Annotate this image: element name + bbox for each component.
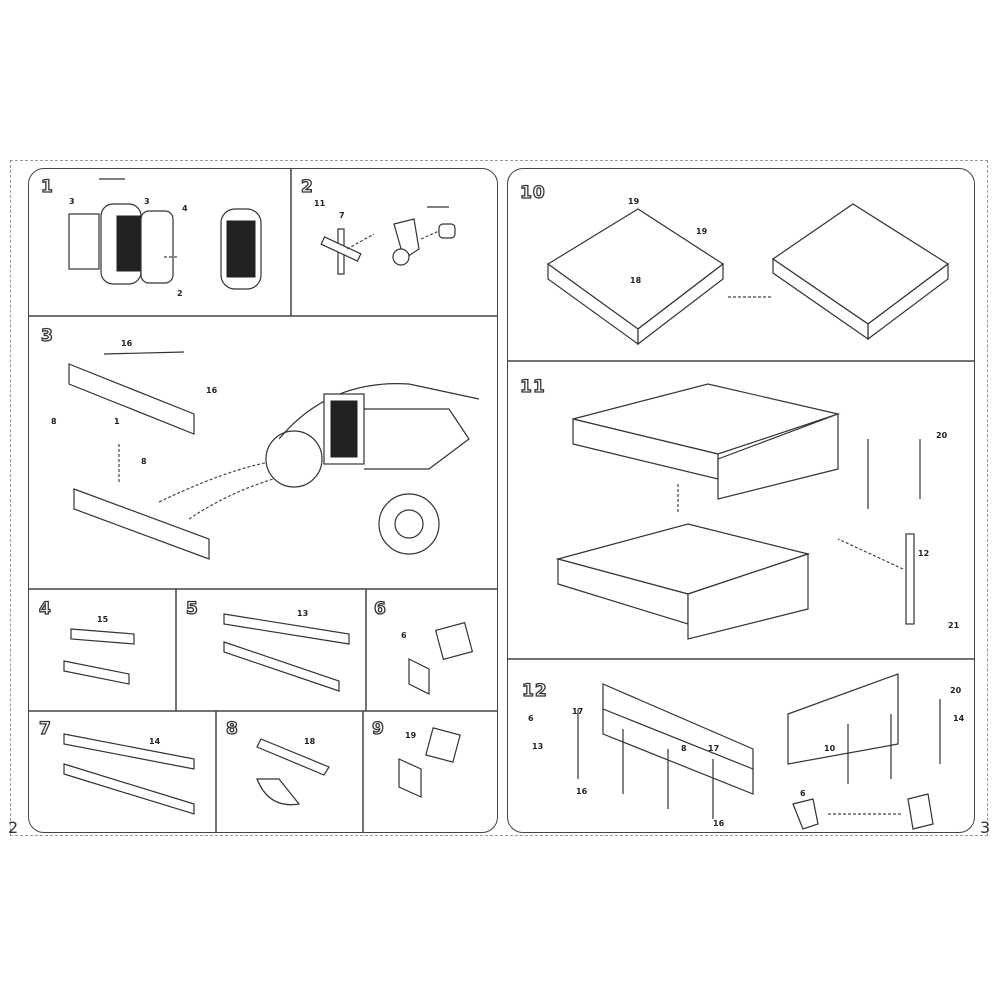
part-label: 19 — [696, 227, 708, 236]
part-label: 17 — [708, 744, 720, 753]
step-12-number: 12 — [521, 680, 548, 701]
part-label: 11 — [314, 199, 326, 208]
part-label: 1 — [114, 417, 120, 426]
step-1-number: 1 — [40, 176, 54, 197]
part-label: 20 — [950, 686, 962, 695]
part-label: 15 — [97, 615, 109, 624]
part-label: 13 — [532, 742, 544, 751]
part-label: 18 — [304, 737, 316, 746]
part-label: 6 — [800, 789, 806, 798]
part-label: 19 — [628, 197, 640, 206]
part-label: 13 — [297, 609, 309, 618]
part-label: 16 — [713, 819, 725, 828]
bumper-assembly-drawing — [68, 351, 480, 560]
step-8-number: 8 — [225, 718, 239, 739]
part-label: 3 — [144, 197, 150, 206]
fan-assembly-drawing — [320, 206, 456, 275]
part-label: 19 — [405, 731, 417, 740]
part-label: 16 — [206, 386, 218, 395]
bracket-drawings — [63, 613, 474, 815]
step-9-number: 9 — [371, 718, 385, 739]
part-label: 21 — [948, 621, 960, 630]
left-page-grid — [29, 169, 497, 832]
step-7-number: 7 — [38, 718, 52, 739]
part-label: 12 — [918, 549, 930, 558]
part-label: 14 — [149, 737, 161, 746]
part-label: 2 — [177, 289, 183, 298]
part-label: 18 — [630, 276, 642, 285]
part-label: 16 — [576, 787, 588, 796]
part-label: 8 — [141, 457, 147, 466]
step-10-number: 10 — [519, 182, 546, 203]
part-label: 6 — [401, 631, 407, 640]
part-label: 6 — [528, 714, 534, 723]
step-3-number: 3 — [40, 325, 54, 346]
truck-bed-floor-drawing — [546, 203, 950, 346]
part-label: 16 — [121, 339, 133, 348]
page-number-right: 3 — [980, 818, 991, 837]
part-label: 17 — [572, 707, 584, 716]
instruction-sheet-border — [10, 160, 988, 836]
step-2-number: 2 — [300, 176, 314, 197]
right-page-panel: 10 19 19 18 11 20 12 21 12 6 17 13 16 8 … — [507, 168, 975, 833]
part-label: 14 — [953, 714, 965, 723]
part-label: 4 — [182, 204, 188, 213]
part-label: 10 — [824, 744, 836, 753]
part-label: 8 — [51, 417, 57, 426]
tailgate-hinges-drawing — [577, 673, 941, 830]
right-page-grid — [508, 203, 974, 830]
step-11-number: 11 — [519, 376, 546, 397]
page-number-left: 2 — [8, 818, 19, 837]
part-label: 8 — [681, 744, 687, 753]
step-5-number: 5 — [185, 598, 199, 619]
truck-bed-sides-drawing — [555, 383, 921, 640]
left-page-panel: 1 3 3 4 2 2 11 7 3 16 16 1 8 8 4 15 5 13… — [28, 168, 498, 833]
part-label: 3 — [69, 197, 75, 206]
part-label: 7 — [339, 211, 345, 220]
step-6-number: 6 — [373, 598, 387, 619]
radiator-assembly-drawing — [68, 178, 262, 290]
part-label: 20 — [936, 431, 948, 440]
step-4-number: 4 — [38, 598, 52, 619]
